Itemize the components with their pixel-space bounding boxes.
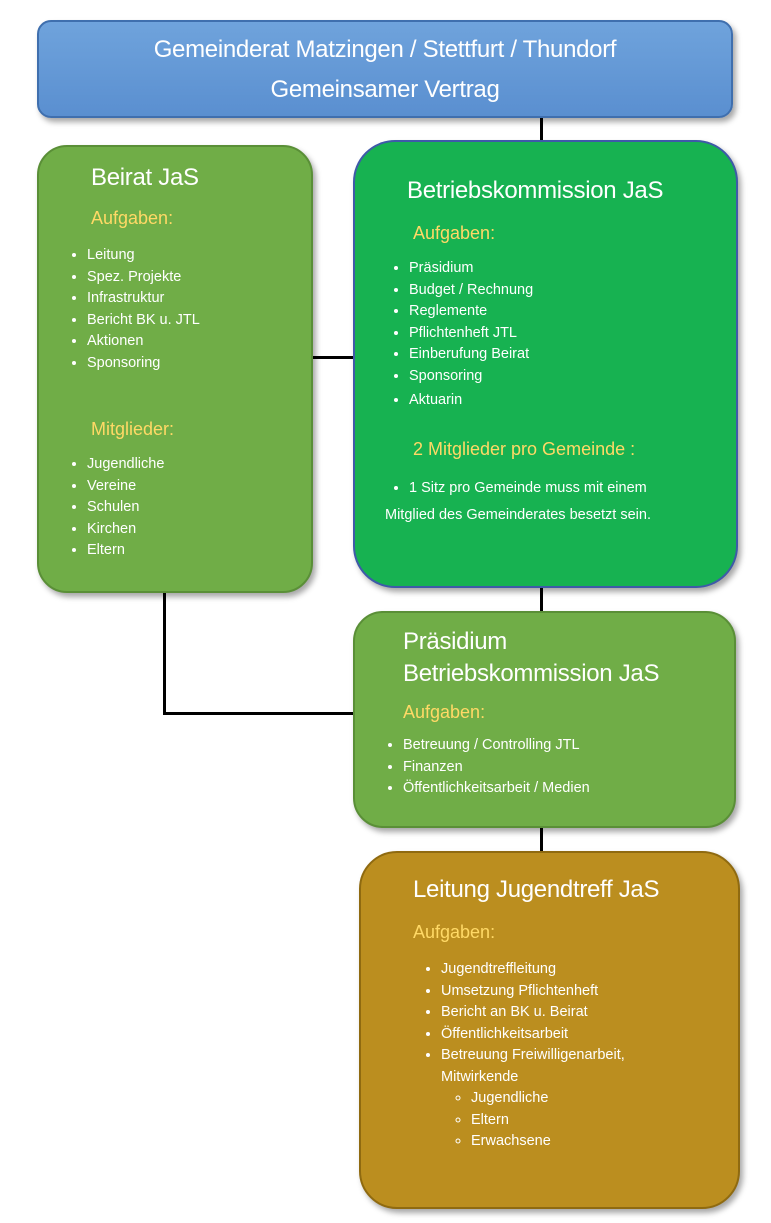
connector-beirat-bk (313, 356, 355, 359)
list-item: Einberufung Beirat (409, 344, 736, 366)
list-item: Schulen (87, 497, 311, 519)
beirat-box: Beirat JaS Aufgaben: Leitung Spez. Proje… (37, 145, 313, 593)
list-item: Erwachsene (471, 1131, 738, 1153)
list-item: Kirchen (87, 519, 311, 541)
leitung-box: Leitung Jugendtreff JaS Aufgaben: Jugend… (359, 851, 740, 1209)
beirat-members-list: Jugendliche Vereine Schulen Kirchen Elte… (63, 454, 311, 562)
gemeinderat-title: Gemeinderat Matzingen / Stettfurt / Thun… (153, 36, 617, 63)
list-item: Bericht BK u. JTL (87, 310, 311, 332)
connector-header-bk (540, 118, 543, 142)
list-item: Betreuung Freiwilligenarbeit, Mitwirkend… (441, 1045, 738, 1153)
list-item: Budget / Rechnung (409, 280, 736, 302)
connector-beirat-down (163, 593, 166, 715)
list-item: Bericht an BK u. Beirat (441, 1002, 738, 1024)
list-item: Eltern (87, 540, 311, 562)
gemeinderat-subtitle: Gemeinsamer Vertrag (270, 76, 500, 103)
beirat-tasks-heading: Aufgaben: (91, 208, 174, 228)
list-item: Pflichtenheft JTL (409, 323, 736, 345)
leitung-sub-list: Jugendliche Eltern Erwachsene (441, 1088, 738, 1153)
beirat-members-heading: Mitglieder: (91, 419, 175, 439)
list-item: Jugendtreffleitung (441, 959, 738, 981)
list-item: Aktuarin (409, 390, 736, 412)
list-item: Aktionen (87, 331, 311, 353)
list-item: Sponsoring (409, 366, 736, 388)
list-item: Öffentlichkeitsarbeit / Medien (403, 778, 734, 800)
list-item: Vereine (87, 476, 311, 498)
connector-beirat-praesidium (163, 712, 355, 715)
betriebskommission-members-heading: 2 Mitglieder pro Gemeinde : (413, 438, 636, 459)
leitung-tasks-list: Jugendtreffleitung Umsetzung Pflichtenhe… (387, 959, 738, 1153)
list-item: Eltern (471, 1110, 738, 1132)
list-item: Umsetzung Pflichtenheft (441, 981, 738, 1003)
list-item: Finanzen (403, 757, 734, 779)
leitung-task-multi-line2: Mitwirkende (441, 1068, 519, 1085)
praesidium-title-line2: Betriebskommission JaS (403, 660, 660, 687)
connector-praesidium-leitung (540, 828, 543, 853)
praesidium-tasks-list: Betreuung / Controlling JTL Finanzen Öff… (379, 735, 734, 800)
praesidium-tasks-heading: Aufgaben: (403, 702, 486, 722)
list-item: Betreuung / Controlling JTL (403, 735, 734, 757)
betriebskommission-title: Betriebskommission JaS (407, 177, 664, 204)
list-item: 1 Sitz pro Gemeinde muss mit einem (409, 478, 736, 500)
list-item: Infrastruktur (87, 288, 311, 310)
betriebskommission-tasks-heading: Aufgaben: (413, 223, 496, 243)
betriebskommission-box: Betriebskommission JaS Aufgaben: Präsidi… (353, 140, 738, 588)
list-item: Jugendliche (471, 1088, 738, 1110)
leitung-tasks-heading: Aufgaben: (413, 922, 496, 942)
betriebskommission-note-continuation: Mitglied des Gemeinderates besetzt sein. (385, 507, 651, 523)
list-item: Leitung (87, 245, 311, 267)
list-item: Sponsoring (87, 353, 311, 375)
list-item: Jugendliche (87, 454, 311, 476)
praesidium-title-line1: Präsidium (403, 628, 507, 655)
betriebskommission-note-list: 1 Sitz pro Gemeinde muss mit einem (385, 478, 736, 500)
leitung-task-multi-line1: Betreuung Freiwilligenarbeit, (441, 1047, 625, 1063)
betriebskommission-tasks-list: Präsidium Budget / Rechnung Reglemente P… (385, 258, 736, 412)
list-item: Reglemente (409, 301, 736, 323)
list-item: Öffentlichkeitsarbeit (441, 1024, 738, 1046)
leitung-title: Leitung Jugendtreff JaS (413, 876, 660, 903)
beirat-title: Beirat JaS (91, 164, 199, 191)
gemeinderat-box: Gemeinderat Matzingen / Stettfurt / Thun… (37, 20, 733, 118)
list-item: Spez. Projekte (87, 267, 311, 289)
beirat-tasks-list: Leitung Spez. Projekte Infrastruktur Ber… (63, 245, 311, 374)
connector-bk-praesidium (540, 588, 543, 613)
praesidium-box: Präsidium Betriebskommission JaS Aufgabe… (353, 611, 736, 828)
list-item: Präsidium (409, 258, 736, 280)
